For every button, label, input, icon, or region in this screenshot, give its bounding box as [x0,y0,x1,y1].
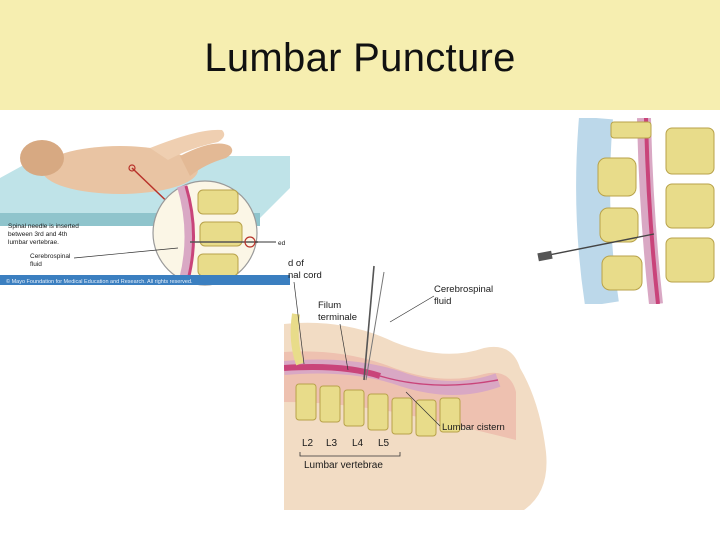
spinal-needle [543,233,655,257]
needle-site-marker [128,164,136,172]
spinous-process-2 [599,207,639,243]
spinal-cord [644,118,660,304]
vertebra-1 [295,383,317,421]
slide-title: Lumbar Puncture [204,36,516,80]
vertebra-5 [391,397,413,435]
patient-body [42,146,198,194]
lumbar-cistern-svg: d of nal cord Filum terminale Cerebrospi… [284,258,547,510]
vertebrae-bracket [299,452,401,457]
left-csf-line-1: Cerebrospinal [30,253,71,260]
disc-top [610,121,652,139]
edge-label: ed [278,240,286,247]
main-spinal-needle [363,265,375,381]
lumbar-cistern-label: Lumbar cistern [442,422,505,433]
dorsal-process [290,313,304,366]
main-csf-pointer [389,295,435,323]
patient-legs [180,143,233,176]
main-csf-line-1: Cerebrospinal [434,284,493,295]
main-spinal-cord [284,364,381,379]
vertebra-6 [415,399,437,437]
vertebra-label-l2: L2 [302,438,314,449]
needle-hub [537,250,553,262]
lumbar-cistern-pointer [405,391,441,427]
lumbar-cistern-illustration: d of nal cord Filum terminale Cerebrospi… [284,252,574,540]
vertebra-label-l4: L4 [352,438,364,449]
vertebra-2 [319,385,341,423]
inset-vertebra-3 [197,253,239,277]
inset-spinal-cord [184,185,195,281]
filum-label-line-1: Filum [318,300,341,311]
filum-label-line-2: terminale [318,312,357,323]
main-needle-shaft [365,271,385,381]
main-csf-line-2: fluid [434,296,451,307]
lumbar-vertebrae-caption: Lumbar vertebrae [304,460,383,471]
end-of-cord-line-1: d of [288,258,304,269]
copyright-strip [0,275,290,285]
needle-note-line-2: between 3rd and 4th [8,231,68,238]
left-csf-pointer [73,247,179,259]
vertebra-label-l5: L5 [378,438,390,449]
vertebral-body-2 [665,183,715,229]
vertebral-body-3 [665,237,715,283]
inset-csf-band [177,184,195,282]
vertebral-body-1 [665,127,715,175]
spine-section-svg [536,118,720,304]
end-of-cord-line-2: nal cord [288,270,322,281]
spine-section-illustration [536,118,720,304]
needle-note-line-1: Spinal needle is inserted [8,223,79,230]
copyright-text: © Mayo Foundation for Medical Education … [6,278,193,285]
vertebra-3 [343,389,365,427]
needle-note-line-3: lumbar vertebrae. [8,239,59,246]
inset-vertebra-1 [197,189,239,215]
left-csf-line-2: fluid [30,261,42,268]
patient-position-illustration: ed Spinal needle is inserted between 3rd… [0,118,290,293]
title-band [0,0,720,110]
end-of-cord-pointer [293,281,305,365]
patient-head [20,140,64,176]
patient-position-svg: ed Spinal needle is inserted between 3rd… [0,129,290,286]
spinous-process-3 [601,255,643,291]
filum-pointer [339,323,349,371]
vertebra-4 [367,393,389,431]
vertebra-label-l3: L3 [326,438,338,449]
vertebra-7 [439,397,461,433]
dura-region [576,118,619,304]
filum-strand [379,375,499,386]
inset-vertebra-2 [199,221,243,247]
spinous-process-1 [597,157,637,197]
patient-thigh [150,129,225,160]
